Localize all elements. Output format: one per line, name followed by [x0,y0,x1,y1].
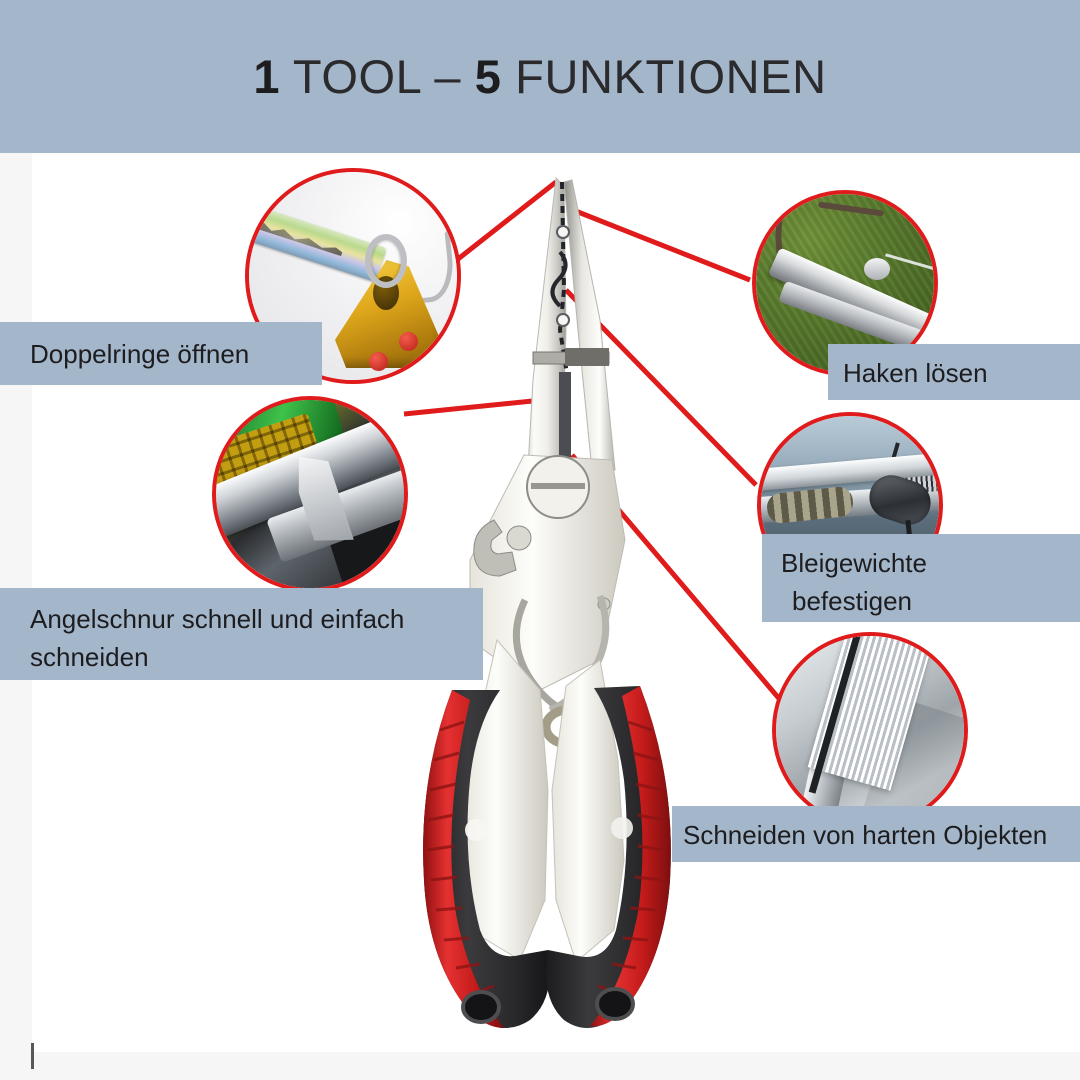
plier-right-highlight-dot [611,817,633,839]
plier-nose-right [563,179,616,471]
plier-lever-pin [506,525,532,551]
header-banner: 1 TOOL – 5 FUNKTIONEN [0,0,1080,153]
label-text: Haken lösen [843,358,988,388]
lure-red-dot [399,332,418,351]
callout-circle-harte-objekte [772,632,968,828]
page-title: 1 TOOL – 5 FUNKTIONEN [253,49,826,104]
callout-photo-harte-objekte [776,636,964,824]
split-ring-illustration [365,234,407,288]
plier-handle-left-red-edge [423,690,504,1028]
callout-photo-angelschnur [216,400,404,588]
label-text: Doppelringe öffnen [30,339,250,369]
plier-cutter-blade-tab [565,348,609,366]
plier-wave-gripper [550,250,568,308]
plier-screw-slot [531,483,585,489]
plier-cutting-edge [559,372,571,480]
callout-circle-angelschnur-schneiden [212,396,408,592]
plier-crimp-notch [556,313,570,327]
bottom-edge-strip [0,1052,1080,1080]
label-text-line1: Bleigewichte [781,548,927,578]
label-angelschnur-schneiden: Angelschnur schnell und einfach schneide… [0,588,483,680]
label-bleigewichte-befestigen: Bleigewichte befestigen [762,534,1080,622]
label-text: Schneiden von harten Objekten [683,820,1048,850]
callout-photo-doppelringe [249,172,457,380]
plier-handle-right-red-edge [590,686,671,1027]
title-number-five: 5 [474,50,502,103]
line-knot [864,258,890,280]
lure-red-dot [369,352,388,371]
callout-photo-haken [756,194,934,372]
plier-left-highlight-dot [465,819,487,841]
plier-side-lever [473,519,517,577]
label-text-line1: Angelschnur schnell und einfach [30,604,405,634]
label-haken-loesen: Haken lösen [828,344,1080,400]
label-text-line2: schneiden [30,642,149,672]
plier-lanyard-hole-right [595,987,635,1021]
edge-tick-mark [31,1043,34,1069]
title-text-funktionen: FUNKTIONEN [501,50,827,103]
label-text-line2: befestigen [792,586,912,616]
title-number-one: 1 [253,50,281,103]
title-text-tool: TOOL – [280,50,475,103]
plier-lanyard-hole-left [461,990,501,1024]
label-doppelringe-oeffnen: Doppelringe öffnen [0,322,322,385]
plier-split-ring-notch [556,225,570,239]
label-harte-objekte: Schneiden von harten Objekten [672,806,1080,862]
plier-left-grip-ribs [427,720,495,996]
plier-head-body [469,454,626,691]
plier-right-grip-ribs [597,720,665,996]
